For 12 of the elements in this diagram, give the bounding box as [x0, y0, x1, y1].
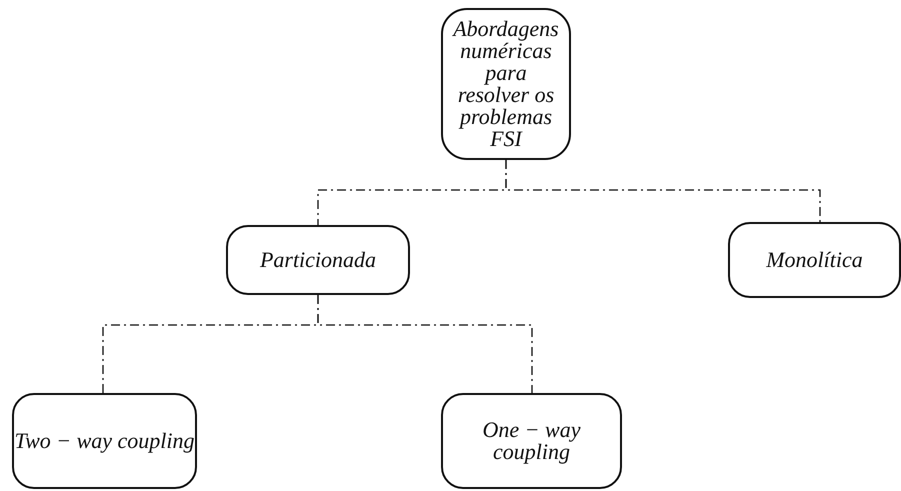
- connector-line: [317, 295, 533, 393]
- process-box: [441, 8, 571, 160]
- node-label: Abordagens numéricas para resolver os problemas FSI: [451, 18, 560, 150]
- node-label: Particionada: [260, 249, 376, 271]
- process-box: [441, 393, 622, 489]
- connector-line: [505, 160, 821, 222]
- node-label: Monolítica: [766, 249, 863, 271]
- process-box: [226, 225, 410, 295]
- process-box: [728, 222, 901, 298]
- process-box: [12, 393, 197, 489]
- node-label: Two − way coupling: [14, 430, 195, 452]
- node-label: One − way coupling: [482, 419, 582, 463]
